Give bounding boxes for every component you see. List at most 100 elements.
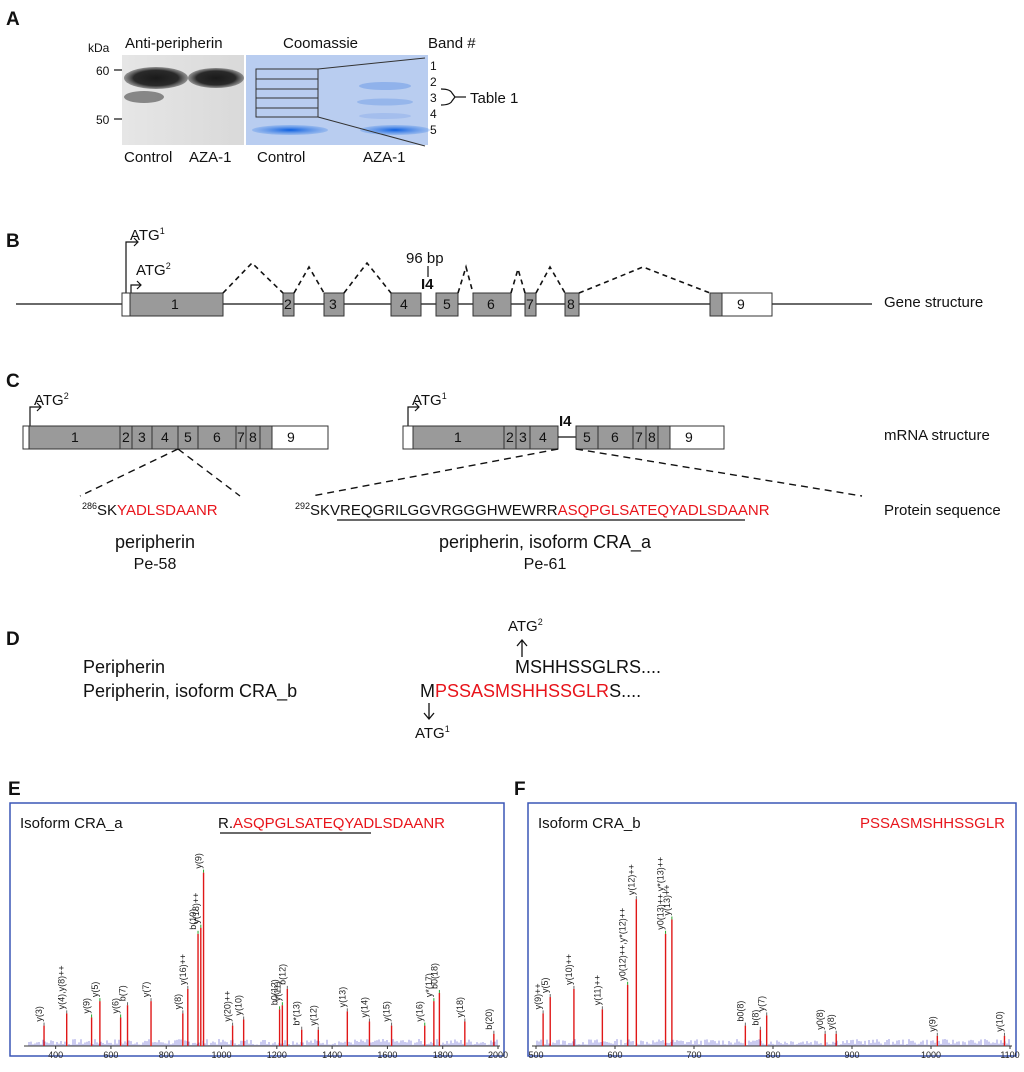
exon-number: 5	[443, 296, 451, 312]
panel-c: C ATG2 1 2 3 4 5 6 7 8 9	[6, 371, 1001, 573]
isoform-cra-b-row-label: Peripherin, isoform CRA_b	[83, 681, 297, 702]
panel-letter-a: A	[6, 9, 20, 30]
exon-number: 1	[71, 429, 79, 445]
peak-label: y(9)	[194, 853, 204, 869]
exon-number: 7	[526, 296, 534, 312]
exon-7	[524, 292, 537, 317]
exon-number: 3	[138, 429, 146, 445]
spectrum-title-f: Isoform CRA_b	[538, 815, 641, 832]
peak-label: y(18)++	[191, 893, 201, 924]
exon-number: 6	[611, 429, 619, 445]
spectrum-peptide-e: R.ASQPGLSATEQYADLSDAANR	[218, 815, 445, 832]
x-tick-label: 2000	[488, 1050, 508, 1060]
panel-a: A kDa 60 50 Anti-peripherin Coomassie Ba…	[6, 9, 518, 166]
exon-number: 5	[184, 429, 192, 445]
exon-8	[564, 292, 580, 317]
exon-2	[282, 292, 295, 317]
peak-label: b(7)	[118, 985, 128, 1001]
coomassie-gel-image	[246, 55, 430, 147]
peak-label: y(11)	[272, 981, 282, 1001]
exon-1	[129, 292, 224, 317]
exon-5	[435, 292, 459, 317]
gene-structure-label: Gene structure	[884, 294, 983, 311]
isoform-cra-b-sequence: MPSSASMSHHSSGLRS....	[420, 681, 641, 701]
exon-number: 1	[454, 429, 462, 445]
peak-label: y(9)++	[533, 983, 543, 1009]
exon-3	[323, 292, 345, 317]
peak-label: b*(13)	[292, 1001, 302, 1026]
exon-number: 7	[635, 429, 643, 445]
exon-number: 6	[213, 429, 221, 445]
peak-label: b(20)	[484, 1009, 494, 1030]
exon-number: 1	[171, 296, 179, 312]
peak-label: y(8)	[826, 1014, 836, 1030]
exon-number: 9	[737, 296, 745, 312]
x-tick-label: 600	[103, 1050, 118, 1060]
peak-label: y0(13)++,y*(13)++	[656, 857, 666, 930]
peak-label: y(5)	[90, 982, 100, 998]
exon-number: 7	[237, 429, 245, 445]
peak-label: y(8)	[173, 994, 183, 1010]
x-tick-label: 1000	[212, 1050, 232, 1060]
peak-label: y(9)	[82, 998, 92, 1014]
peak-label: b0(8)	[735, 1001, 745, 1022]
blot-lane-label: AZA-1	[189, 149, 232, 166]
peak-label: y(7)	[141, 982, 151, 998]
atg-top-label: ATG2	[508, 617, 543, 635]
exon-number: 8	[249, 429, 257, 445]
x-tick-label: 1400	[322, 1050, 342, 1060]
panel-letter-b: B	[6, 231, 20, 252]
peak-label: y(14)	[359, 997, 369, 1018]
peak-label: b(12)	[277, 964, 287, 985]
panel-b: B ATG1 ATG2 1 2 3 4 5 6 7 8 9	[6, 226, 983, 317]
x-tick-label: 500	[528, 1050, 543, 1060]
atg1-label: ATG1	[130, 226, 165, 244]
insert-label: I4	[421, 276, 434, 293]
exon-number: 4	[400, 296, 408, 312]
peak-label: y(4),y(8)++	[57, 965, 67, 1009]
right-atg-label: ATG1	[412, 391, 447, 409]
panel-letter-e: E	[8, 779, 21, 800]
blot-lane-label: Control	[124, 149, 172, 166]
x-tick-label: 600	[607, 1050, 622, 1060]
spectrum-frame-e	[9, 802, 505, 1057]
peak-label: b0(12)	[270, 979, 280, 1005]
band-number: 1	[430, 59, 437, 73]
band-number: 2	[430, 75, 437, 89]
exon-6	[472, 292, 512, 317]
peak-label: y(12)	[308, 1005, 318, 1026]
band-header: Band #	[428, 35, 476, 52]
x-tick-label: 800	[159, 1050, 174, 1060]
left-protein-id: Pe-58	[134, 556, 177, 573]
exon-number: 6	[487, 296, 495, 312]
blot-title: Anti-peripherin	[125, 35, 223, 52]
peak-label: y0(8)	[815, 1009, 825, 1030]
peak-label: y(16)	[415, 1001, 425, 1022]
panel-letter-d: D	[6, 629, 20, 650]
spectrum-title-e: Isoform CRA_a	[20, 815, 123, 832]
coomassie-title: Coomassie	[283, 35, 358, 52]
splice-lines	[222, 261, 711, 294]
peak-label: y(18)	[455, 997, 465, 1018]
brace-icon	[440, 88, 456, 106]
panel-d: D ATG2 Peripherin MSHHSSGLRS.... Periphe…	[6, 617, 661, 742]
left-protein-name: peripherin	[115, 532, 195, 552]
exon-number: 5	[583, 429, 591, 445]
marker-50-label: 50	[96, 113, 110, 127]
x-tick-label: 1800	[433, 1050, 453, 1060]
exon-number: 3	[519, 429, 527, 445]
exon-number: 3	[329, 296, 337, 312]
x-tick-label: 900	[844, 1050, 859, 1060]
peak-label: y(6)	[111, 998, 121, 1014]
protein-sequence-label: Protein sequence	[884, 502, 1001, 519]
peak-label: b(8)	[750, 1010, 760, 1026]
x-tick-label: 1000	[921, 1050, 941, 1060]
peak-label: y(10)++	[564, 954, 574, 985]
band-number: 4	[430, 107, 437, 121]
coomassie-lane-label: Control	[257, 149, 305, 166]
peak-label: y(13)++	[662, 884, 672, 915]
peak-label: y(16)++	[178, 954, 188, 985]
